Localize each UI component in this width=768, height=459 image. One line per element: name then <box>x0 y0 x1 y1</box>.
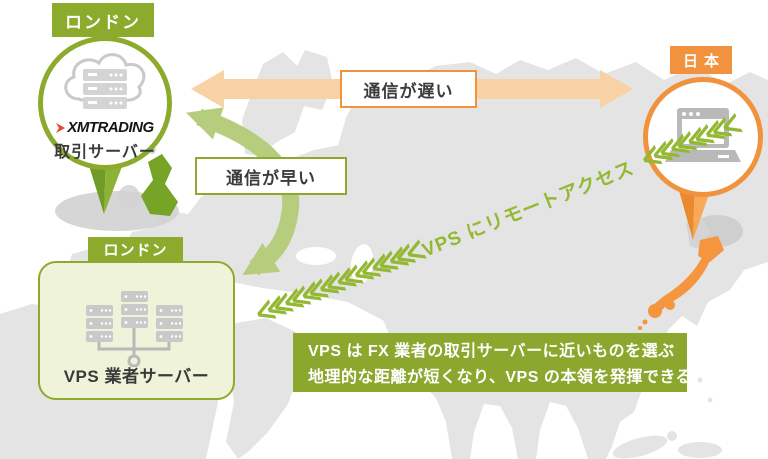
island-dot-3 <box>707 397 713 403</box>
cloud-server-icon <box>64 53 146 109</box>
info-line-2: 地理的な距離が短くなり、VPS の本領を発揮できる <box>308 369 693 387</box>
slow-communication-label: 通信が遅い <box>340 70 477 108</box>
island-taiwan <box>606 409 620 431</box>
xm-server-label: 取引サーバー <box>54 144 156 161</box>
japan-tab: 日本 <box>670 46 732 74</box>
xm-logo-arrow-icon <box>56 122 66 133</box>
info-box: VPS は FX 業者の取引サーバーに近いものを選ぶ 地理的な距離が短くなり、V… <box>293 333 693 392</box>
uk-highlight <box>141 154 178 216</box>
japan-user-marker <box>643 77 763 197</box>
fast-communication-label: 通信が早い <box>195 157 347 195</box>
london-pin <box>86 156 126 214</box>
vps-london-tab: ロンドン <box>88 237 183 262</box>
xm-logo-text: XMTRADING <box>67 119 154 136</box>
island-borneo <box>678 442 722 458</box>
island-sumatra <box>612 435 668 459</box>
xm-server-marker: XMTRADING 取引サーバー <box>38 36 172 170</box>
fast-arrow-shape <box>186 107 300 276</box>
japan-highlight <box>638 236 724 330</box>
landmass-arabia <box>226 318 300 459</box>
server-cluster-icon <box>85 291 183 367</box>
xm-logo: XMTRADING <box>56 119 154 136</box>
laptop-icon <box>665 108 741 162</box>
vps-server-label: VPS 業者サーバー <box>63 367 210 386</box>
vps-provider-box: VPS 業者サーバー <box>38 261 235 400</box>
island-dot-2 <box>697 377 703 383</box>
island-dot-1 <box>667 431 677 441</box>
island-srilanka <box>456 446 468 458</box>
landmass-anatolia <box>282 260 352 292</box>
caspian-sea <box>350 244 374 284</box>
server-rack <box>83 69 127 109</box>
xm-london-tab: ロンドン <box>52 3 154 37</box>
black-sea <box>296 247 336 265</box>
info-line-1: VPS は FX 業者の取引サーバーに近いものを選ぶ <box>308 343 675 360</box>
